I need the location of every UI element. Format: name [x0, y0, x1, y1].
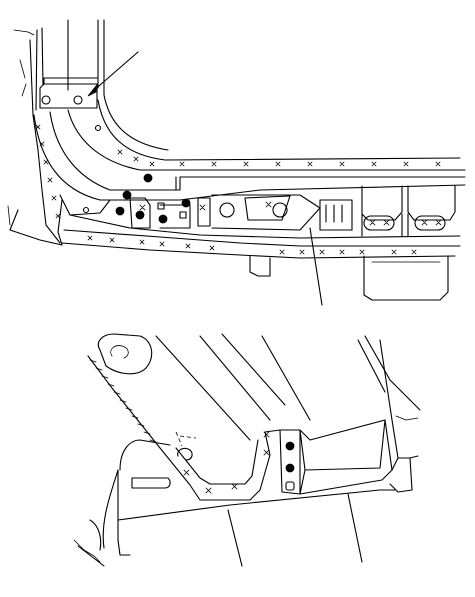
callout-extra-leader	[78, 546, 104, 566]
lower-view	[74, 334, 420, 566]
sill-inner-upper	[8, 195, 460, 258]
serrated-panel-lower	[88, 334, 420, 448]
sill-detail-upper	[84, 126, 456, 237]
sill-outer-upper	[34, 95, 465, 200]
callout-2-leader	[310, 228, 322, 305]
callout-4-leader	[348, 494, 362, 562]
lower-brackets-upper	[250, 256, 448, 300]
callout-1-leader	[92, 52, 138, 92]
upper-view	[8, 20, 465, 305]
pillar-upper	[14, 20, 104, 243]
sill-detail-lower	[184, 432, 294, 493]
weld-marks-upper	[36, 125, 441, 254]
callout-1-arrowhead	[88, 86, 96, 96]
callout-3-leader	[228, 510, 242, 566]
tip-lower	[98, 334, 151, 374]
sill-body-lower	[74, 340, 418, 562]
